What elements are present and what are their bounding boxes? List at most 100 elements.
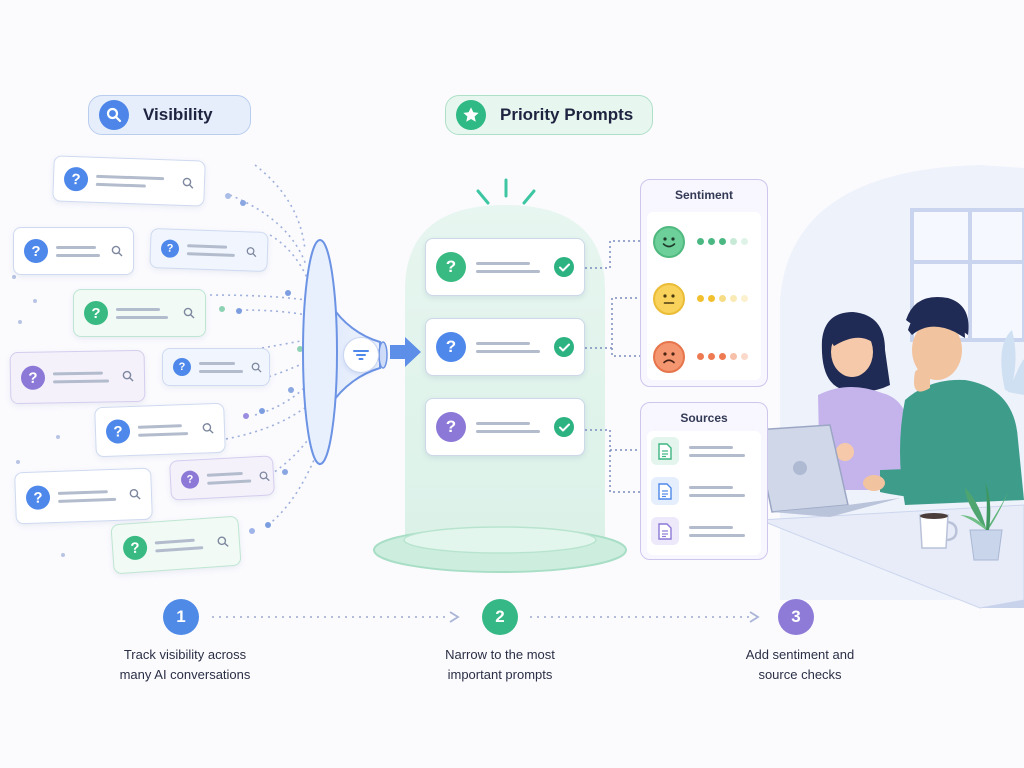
sentiment-title: Sentiment	[674, 188, 733, 202]
step-arrow-1-icon	[449, 611, 460, 623]
filter-icon	[343, 337, 379, 373]
text-placeholder	[137, 423, 194, 437]
text-placeholder	[689, 525, 759, 537]
search-icon	[99, 100, 129, 130]
sources-title: Sources	[680, 411, 728, 425]
prompt-card[interactable]: ?	[169, 455, 275, 501]
desk-plant	[960, 482, 1010, 561]
checkmark-icon	[554, 337, 574, 357]
question-icon: ?	[24, 239, 48, 263]
text-placeholder	[199, 361, 243, 373]
text-placeholder	[57, 489, 121, 503]
text-placeholder	[476, 341, 544, 353]
question-icon: ?	[436, 332, 466, 362]
question-icon: ?	[173, 358, 191, 376]
step-1-text: Track visibility across many AI conversa…	[95, 645, 275, 685]
text-placeholder	[154, 537, 210, 552]
search-icon	[251, 362, 262, 373]
question-icon: ?	[160, 239, 180, 258]
prompt-card[interactable]: ?	[149, 227, 269, 273]
question-icon: ?	[122, 535, 148, 561]
prompt-card[interactable]: ?	[14, 467, 153, 525]
checkmark-icon	[554, 417, 574, 437]
panel-connector-lines	[585, 240, 656, 493]
prompt-card[interactable]: ?	[162, 348, 270, 386]
question-icon: ?	[84, 301, 108, 325]
document-icon	[651, 477, 679, 505]
star-icon	[456, 100, 486, 130]
coffee-mug	[919, 513, 958, 549]
question-icon: ?	[436, 252, 466, 282]
sources-panel: Sources	[640, 402, 768, 560]
step-3-line-1: Add sentiment and	[745, 647, 855, 662]
step-2-badge: 2	[482, 599, 518, 635]
search-icon	[217, 536, 229, 547]
prompt-card[interactable]: ?	[73, 289, 206, 337]
text-placeholder	[689, 485, 759, 497]
source-item[interactable]	[651, 517, 759, 545]
question-icon: ?	[436, 412, 466, 442]
step-arrow-2-icon	[749, 611, 760, 623]
sentiment-panel: Sentiment	[640, 179, 768, 387]
pedestal-top	[403, 526, 597, 554]
checkmark-icon	[554, 257, 574, 277]
prompt-card[interactable]: ?	[94, 402, 226, 458]
step-2-text: Narrow to the most important prompts	[410, 645, 590, 685]
visibility-title: Visibility	[143, 105, 213, 124]
man-figure	[863, 296, 1024, 505]
question-icon: ?	[25, 485, 51, 510]
sentiment-dots-negative	[697, 353, 748, 360]
text-placeholder	[56, 245, 103, 257]
priority-prompt-card[interactable]: ?	[425, 238, 585, 296]
document-icon	[651, 437, 679, 465]
priority-prompt-card[interactable]: ?	[425, 398, 585, 456]
sentiment-dots-neutral	[697, 295, 748, 302]
document-icon	[651, 517, 679, 545]
question-icon: ?	[105, 419, 131, 444]
search-icon	[202, 423, 214, 434]
search-icon	[122, 370, 134, 382]
sad-face-icon	[653, 341, 685, 373]
step-3-badge: 3	[778, 599, 814, 635]
background-plant	[1001, 330, 1024, 395]
source-item[interactable]	[651, 477, 759, 505]
search-icon	[183, 307, 195, 319]
text-placeholder	[186, 243, 238, 257]
text-placeholder	[476, 261, 544, 273]
step-1-badge: 1	[163, 599, 199, 635]
flow-dots	[12, 193, 303, 557]
prompt-card[interactable]: ?	[110, 515, 242, 575]
text-placeholder	[476, 421, 544, 433]
step-2-line-1: Narrow to the most	[445, 647, 555, 662]
search-icon	[129, 488, 141, 500]
step-3-line-2: source checks	[758, 667, 842, 682]
text-placeholder	[689, 445, 759, 457]
happy-face-icon	[653, 226, 685, 258]
priority-prompt-card[interactable]: ?	[425, 318, 585, 376]
search-icon	[246, 246, 257, 257]
step-3-text: Add sentiment and source checks	[710, 645, 890, 685]
question-icon: ?	[20, 365, 46, 390]
neutral-face-icon	[653, 283, 685, 315]
desk	[759, 504, 1024, 609]
step-1-line-2: many AI conversations	[119, 667, 251, 682]
prompt-card[interactable]: ?	[9, 349, 146, 405]
text-placeholder	[52, 371, 114, 383]
text-placeholder	[206, 471, 252, 485]
priority-header-pill: Priority Prompts	[445, 95, 653, 135]
priority-title: Priority Prompts	[500, 105, 634, 124]
source-item[interactable]	[651, 437, 759, 465]
question-icon: ?	[180, 470, 200, 490]
sentiment-dots-positive	[697, 238, 748, 245]
step-1-line-1: Track visibility across	[123, 647, 247, 662]
sparkle-lines	[476, 178, 536, 205]
step-2-line-2: important prompts	[447, 667, 553, 682]
search-icon	[182, 177, 194, 189]
prompt-card[interactable]: ?	[52, 155, 206, 207]
text-placeholder	[116, 307, 175, 319]
question-icon: ?	[63, 166, 89, 192]
search-icon	[111, 245, 123, 257]
prompt-card[interactable]: ?	[13, 227, 134, 275]
woman-figure	[818, 312, 910, 490]
text-placeholder	[95, 174, 174, 188]
